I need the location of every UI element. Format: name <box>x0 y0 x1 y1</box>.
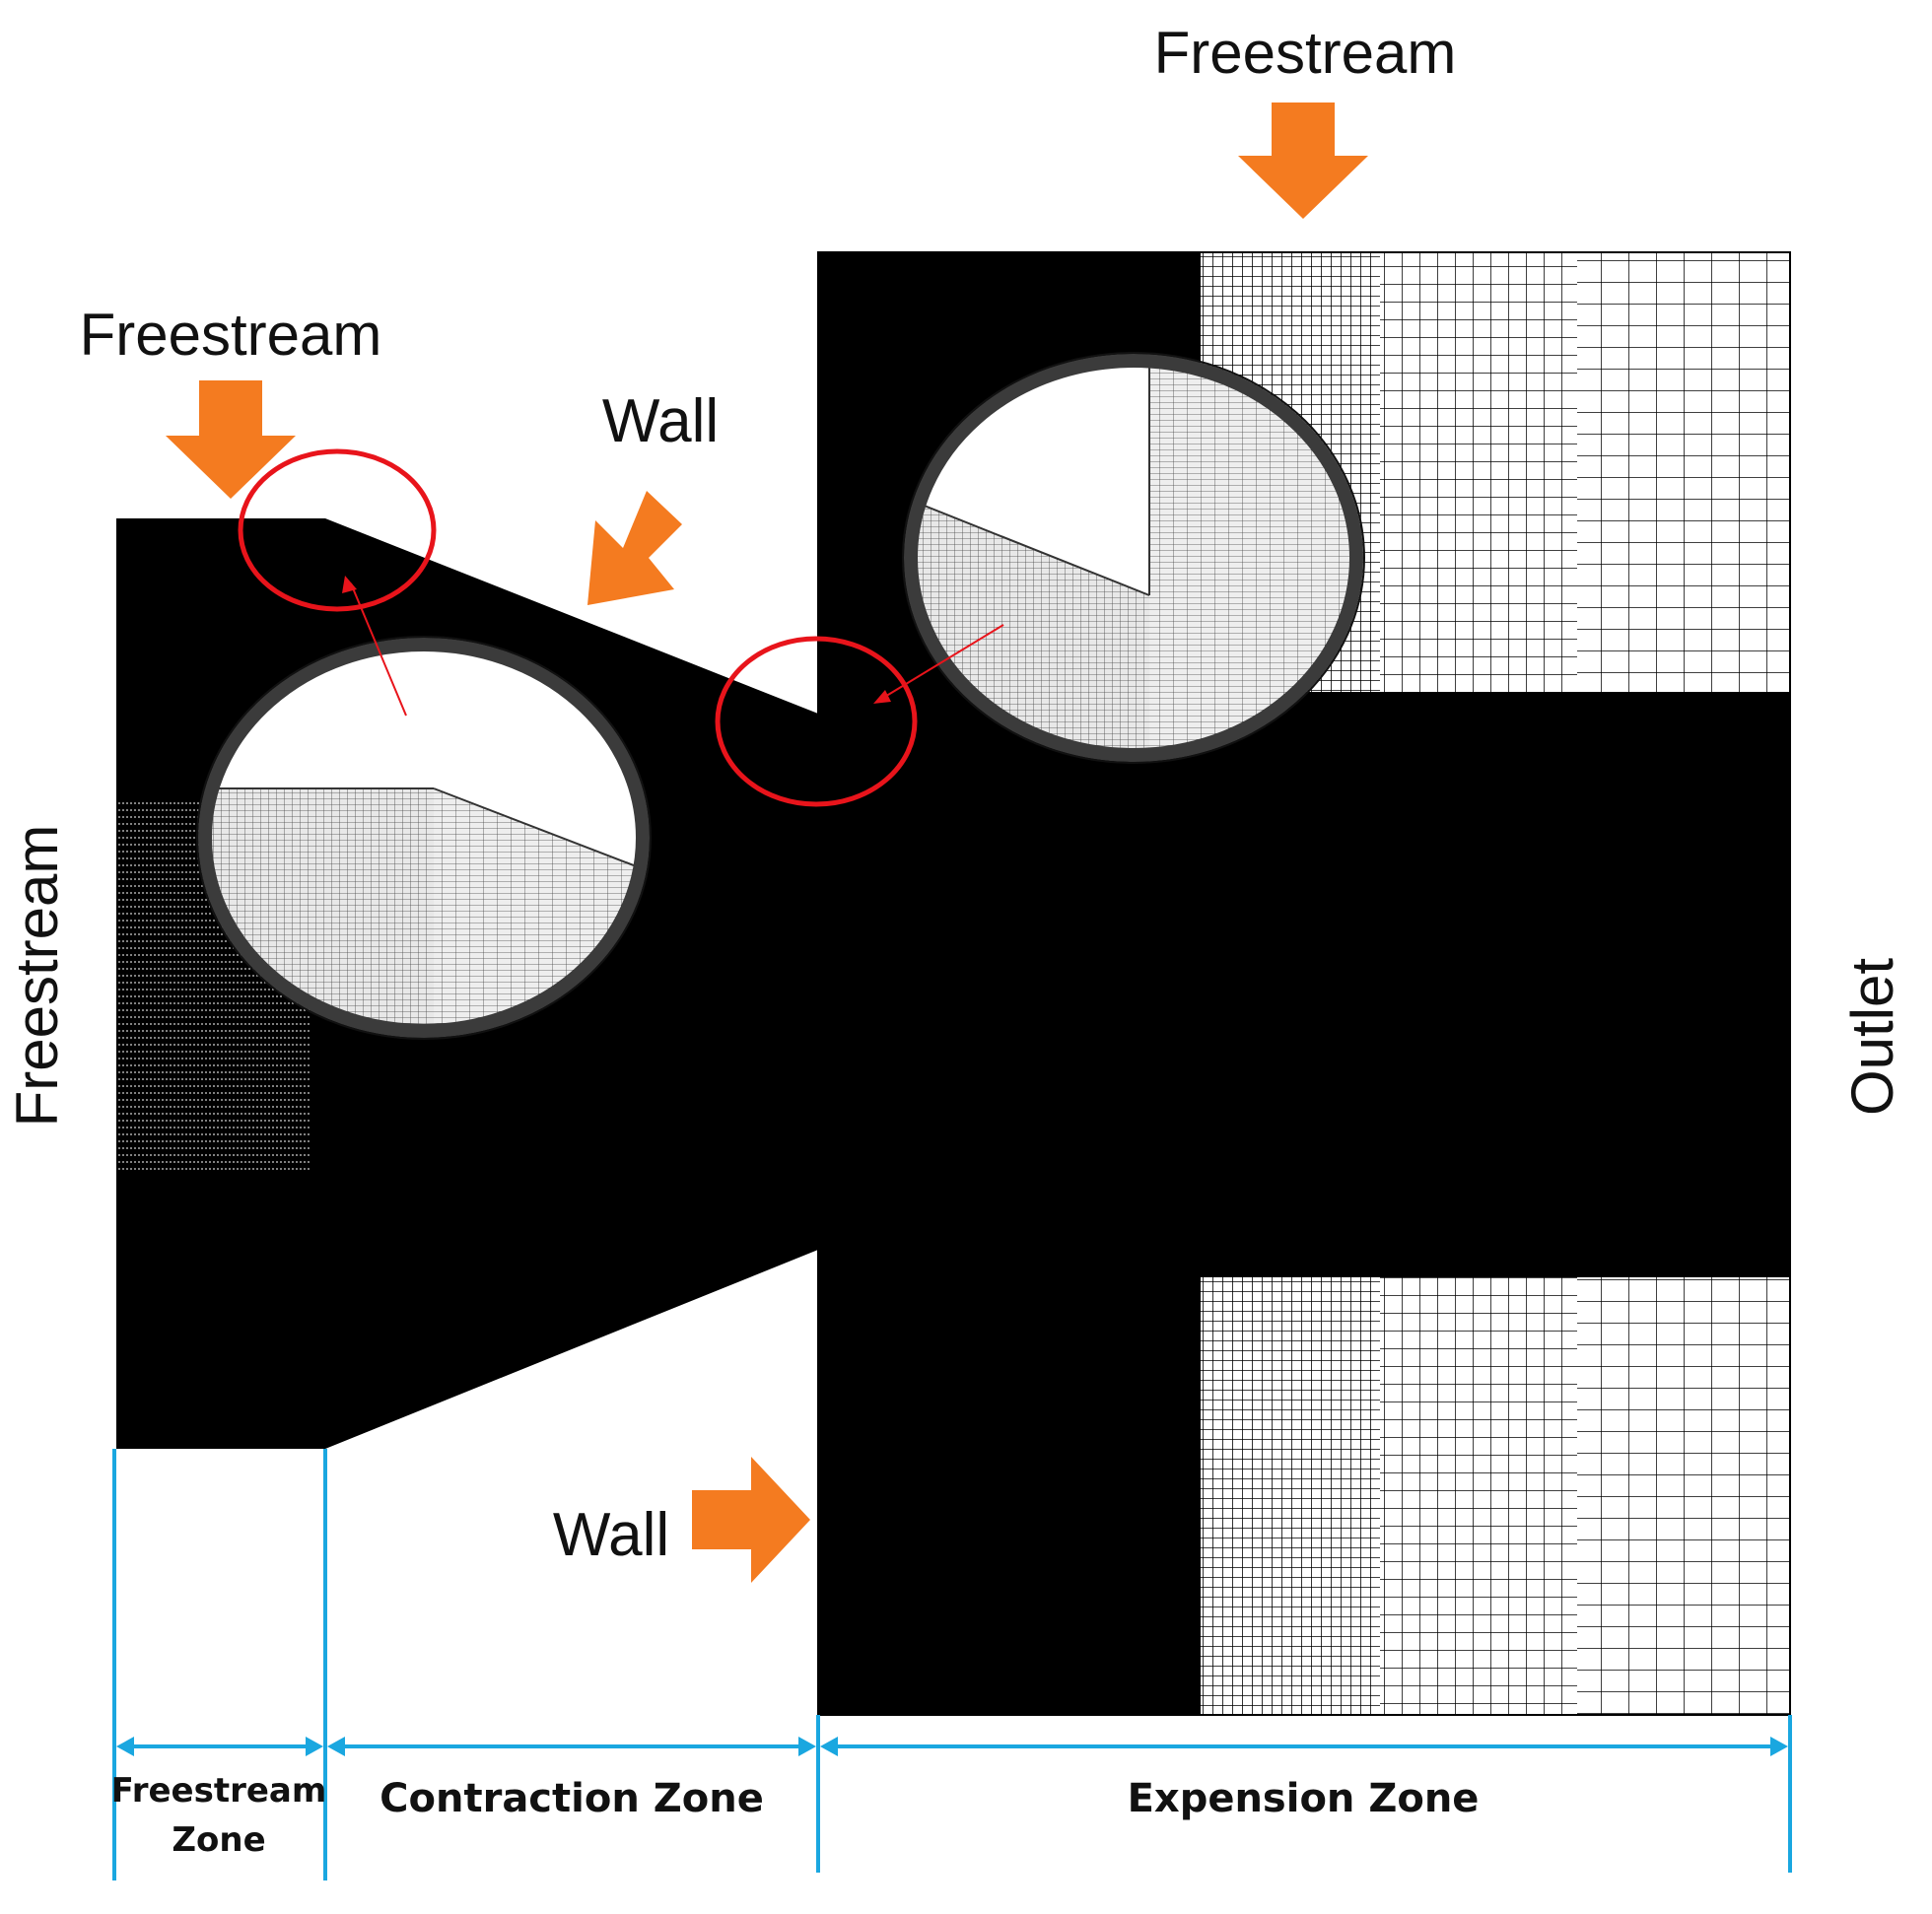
highlight-circle-throat <box>715 636 918 807</box>
pointer-line-right <box>882 624 1004 699</box>
zone-label-freestream-line1: Freestream <box>111 1771 327 1811</box>
label-outlet: Outlet <box>1839 958 1905 1116</box>
arrow-diagonal-icon <box>587 491 682 605</box>
zone-dimensions <box>112 1449 1792 1880</box>
highlight-markers <box>238 448 1004 807</box>
zone-label-freestream-line2: Zone <box>172 1820 265 1860</box>
zoom-lens-left <box>196 636 652 1040</box>
arrow-down-icon <box>166 380 296 499</box>
zone-label-expansion: Expension Zone <box>1128 1776 1480 1821</box>
label-freestream-upper-left: Freestream <box>80 302 382 368</box>
arrow-right-icon <box>692 1457 810 1583</box>
label-freestream-left: Freestream <box>4 825 70 1128</box>
label-wall-lower: Wall <box>553 1501 669 1569</box>
highlight-circle-corner <box>238 448 437 612</box>
arrow-down-icon <box>1238 103 1368 219</box>
pointer-line-left <box>350 582 407 717</box>
label-wall-upper: Wall <box>602 387 719 455</box>
label-freestream-top: Freestream <box>1154 20 1457 86</box>
zone-label-contraction: Contraction Zone <box>380 1776 764 1821</box>
boundary-arrows <box>166 103 1368 1583</box>
